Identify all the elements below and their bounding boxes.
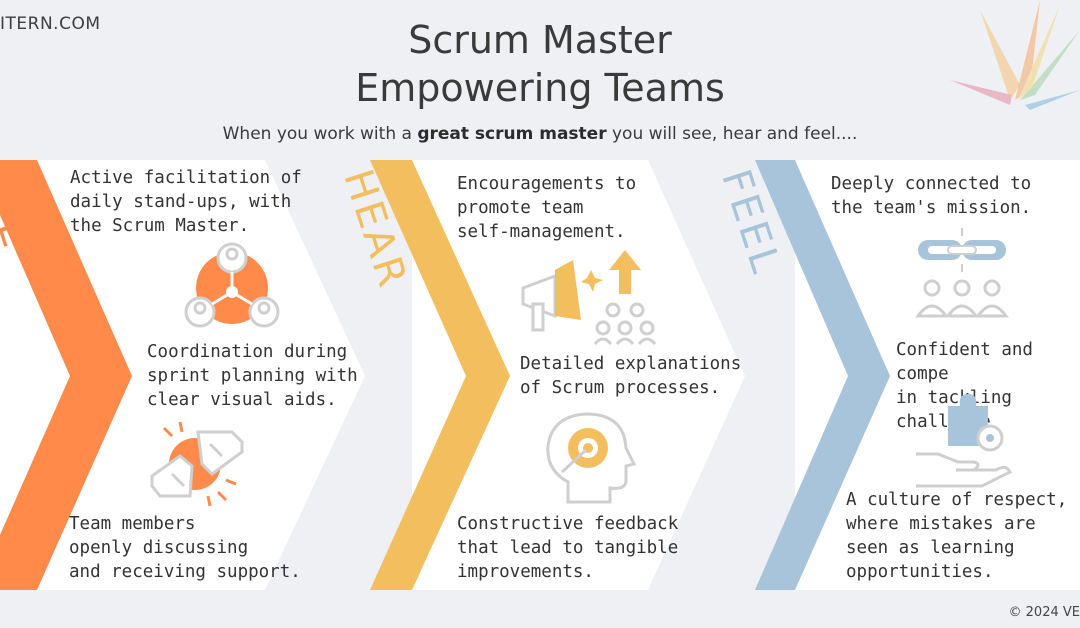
feel-panel bbox=[795, 160, 1080, 590]
feel-chevron bbox=[755, 160, 890, 590]
hear-item-2: Detailed explanations of Scrum processes… bbox=[520, 354, 742, 398]
see-item-1: Active facilitation of daily stand-ups, … bbox=[70, 168, 302, 236]
feel-item-3: A culture of respect, where mistakes are… bbox=[846, 490, 1068, 582]
subtitle-suffix: you will see, hear and feel.... bbox=[606, 124, 858, 144]
megaphone-growth-icon bbox=[521, 250, 657, 345]
subtitle-bold: great scrum master bbox=[417, 124, 607, 144]
puzzle-hand-icon bbox=[916, 394, 1012, 488]
team-network-icon bbox=[184, 242, 280, 328]
see-item-2: Coordination during sprint planning with… bbox=[147, 342, 358, 410]
copyright-text: © 2024 VE bbox=[1008, 605, 1080, 620]
see-item-3: Team members openly discussing and recei… bbox=[69, 514, 301, 582]
handshake-icon bbox=[150, 421, 244, 507]
see-chevron bbox=[0, 160, 132, 590]
decorative-leaves-graphic bbox=[950, 0, 1080, 110]
brand-logo-text: ITERN.COM bbox=[0, 14, 101, 34]
hear-item-3: Constructive feedback that lead to tangi… bbox=[457, 514, 679, 582]
hear-item-1: Encouragements to promote team self-mana… bbox=[457, 174, 637, 242]
see-panel bbox=[0, 160, 365, 590]
head-target-icon bbox=[546, 412, 637, 504]
subtitle: When you work with a great scrum master … bbox=[0, 124, 1080, 144]
hear-panel bbox=[412, 160, 745, 590]
linked-team-icon bbox=[915, 228, 1009, 318]
feel-item-1: Deeply connected to the team's mission. bbox=[831, 174, 1032, 218]
subtitle-prefix: When you work with a bbox=[222, 124, 418, 144]
page-title-line-2: Empowering Teams bbox=[355, 66, 725, 110]
hear-chevron bbox=[370, 160, 510, 590]
page-title-line-1: Scrum Master bbox=[408, 18, 672, 62]
